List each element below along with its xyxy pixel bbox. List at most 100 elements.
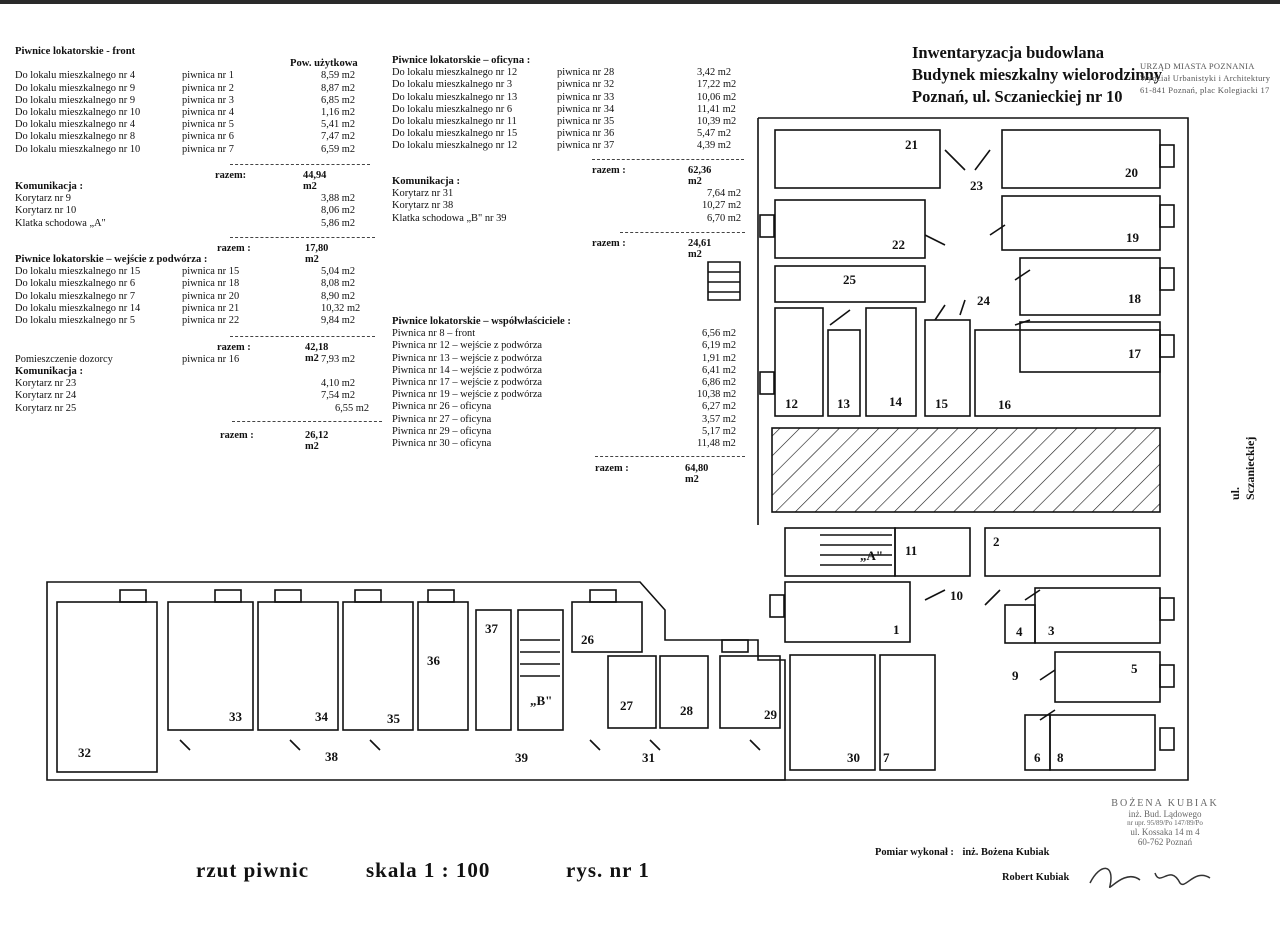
room-12-outline: [774, 307, 824, 417]
stair-a-label: „A": [860, 548, 883, 563]
drawing-number: rys. nr 1: [566, 858, 650, 882]
room-28-outline: [659, 655, 709, 729]
measured-by-name: inż. Bożena Kubiak: [962, 847, 1050, 858]
sum-komunikacja-podworze: razem :26,12 m2: [220, 421, 382, 452]
room-number-28: 28: [680, 703, 694, 718]
sum-oficyna: razem :62,36 m2: [592, 159, 744, 187]
room-16-outline: [974, 329, 1161, 417]
room-22-outline: [774, 199, 926, 259]
room-number-12: 12: [785, 396, 798, 411]
room-number-37: 37: [485, 621, 499, 636]
room-1-outline: [784, 581, 911, 643]
room-29-outline: [719, 655, 781, 729]
room-number-1: 1: [893, 622, 900, 637]
sum-podworze: razem :42,18 m2: [217, 336, 375, 364]
room-30-outline: [789, 654, 876, 771]
room-number-6: 6: [1034, 750, 1041, 765]
room-number-13: 13: [837, 396, 851, 411]
room-number-35: 35: [387, 711, 401, 726]
room-number-17: 17: [1128, 346, 1142, 361]
room-number-38: 38: [325, 749, 339, 764]
room-number-30: 30: [847, 750, 860, 765]
room-number-22: 22: [892, 237, 905, 252]
room-37-outline: [475, 609, 512, 731]
room-13-outline: [827, 329, 861, 417]
table-podworze: Piwnice lokatorskie – wejście z podwórza…: [15, 254, 365, 327]
room-number-33: 33: [229, 709, 243, 724]
table-front-header: Piwnice lokatorskie - front: [15, 46, 136, 57]
room-number-39: 39: [515, 750, 529, 765]
sum-komunikacja-oficyna: razem :24,61 m2: [592, 232, 745, 260]
stair-b-label: „B": [530, 693, 552, 708]
room-number-11: 11: [905, 543, 917, 558]
room-number-26: 26: [581, 632, 595, 647]
room-number-15: 15: [935, 396, 949, 411]
measured-by: Pomiar wykonał : inż. Bożena Kubiak: [875, 847, 1049, 858]
stair-b-outline: [517, 609, 564, 731]
table-wspolwlasciciele: Piwnice lokatorskie – współwłaściciele :…: [392, 316, 752, 450]
room-number-19: 19: [1126, 230, 1140, 245]
scale-label: skala 1 : 100: [366, 858, 491, 882]
room-5-outline: [1054, 651, 1161, 703]
room-number-34: 34: [315, 709, 329, 724]
room-15-outline: [924, 319, 971, 417]
top-border: [0, 0, 1280, 4]
room-number-18: 18: [1128, 291, 1142, 306]
office-stamp: URZĄD MIASTA POZNANIA Wydział Urbanistyk…: [1140, 61, 1271, 95]
room-number-2: 2: [993, 534, 1000, 549]
room-number-24: 24: [977, 293, 991, 308]
sum-komunikacja-front: razem :17,80 m2: [217, 237, 375, 265]
signature: [1089, 867, 1211, 889]
room-number-10: 10: [950, 588, 963, 603]
room-number-29: 29: [764, 707, 778, 722]
area-column-header: Pow. użytkowa: [290, 58, 358, 70]
room-number-16: 16: [998, 397, 1012, 412]
measured-by-label: Pomiar wykonał :: [875, 847, 954, 858]
room-number-31: 31: [642, 750, 655, 765]
rear-wing-outline: [46, 581, 786, 781]
room-21-outline: [774, 129, 941, 189]
room-18-outline: [1019, 257, 1161, 316]
title-line-2: Budynek mieszkalny wielorodzinny: [912, 65, 1162, 84]
room-32-outline: [56, 601, 158, 773]
plan-label: rzut piwnic: [196, 858, 310, 882]
room-2-outline: [984, 527, 1161, 577]
room-8-outline: [1049, 714, 1156, 771]
room-number-27: 27: [620, 698, 634, 713]
